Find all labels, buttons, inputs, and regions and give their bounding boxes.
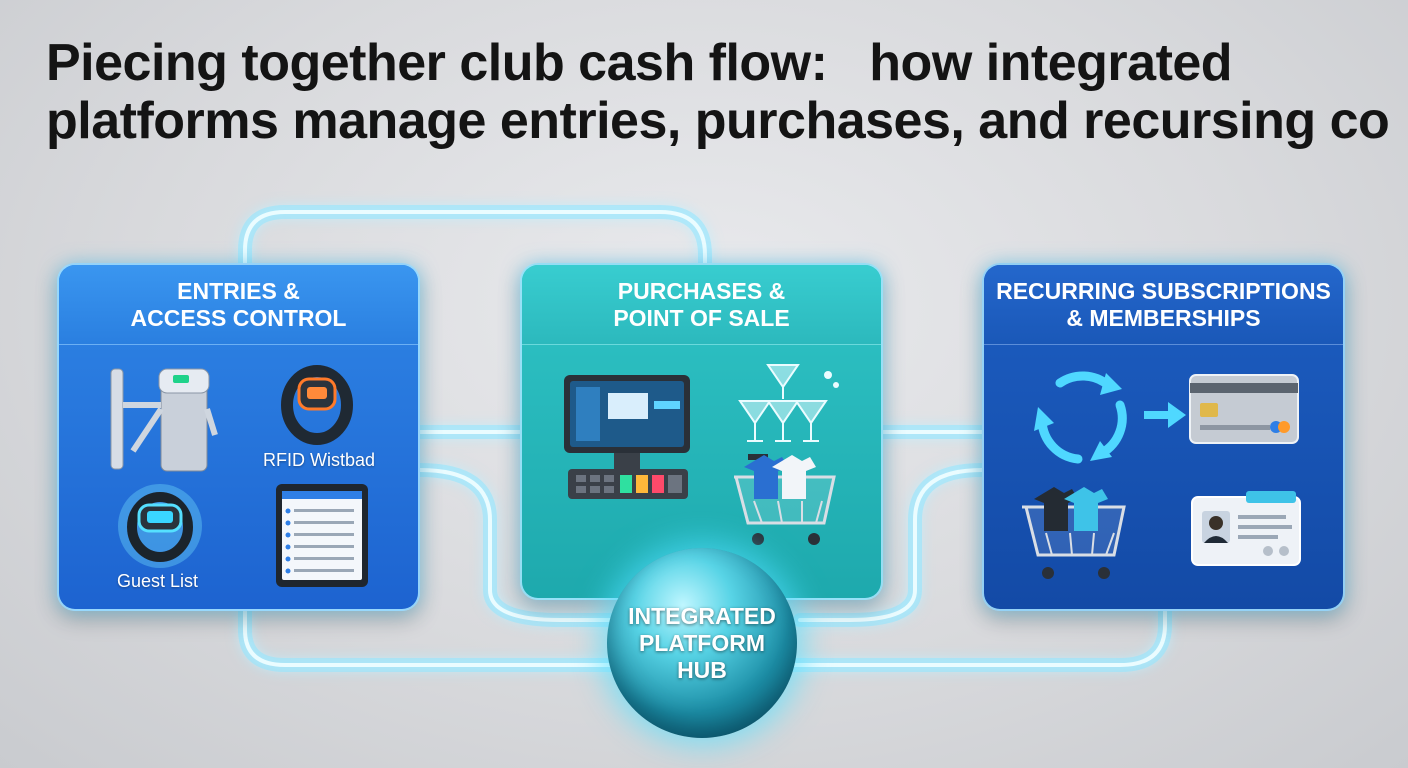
page-title: Piecing together club cash flow: how int… [46,34,1408,164]
entries-card: ENTRIES & ACCESS CONTROL RFID Wistbad [57,263,420,611]
turnstile-icon [110,368,218,472]
purchases-title-line-2: POINT OF SALE [613,304,790,331]
guest-list-wristband-icon [118,484,202,568]
hub-line-1: INTEGRATED [628,602,776,629]
pos-terminal-icon [564,375,690,499]
entries-title-line-1: ENTRIES & [177,277,300,304]
integrated-platform-hub: INTEGRATED PLATFORM HUB [607,548,797,738]
hub-line-3: HUB [677,656,727,683]
merch-cart-icon [734,454,836,545]
recurring-title-line-1: RECURRING SUBSCRIPTIONS [996,277,1331,304]
entries-card-title: ENTRIES & ACCESS CONTROL [59,265,418,345]
rfid-wristband-caption: RFID Wistbad [263,450,376,470]
recurring-cycle-icon [1034,371,1127,464]
recurring-title-line-2: & MEMBERSHIPS [1066,304,1261,331]
arrow-right-icon [1144,402,1186,428]
guest-list-caption: Guest List [117,571,199,591]
hub-line-2: PLATFORM [638,629,766,656]
purchases-card-title: PURCHASES & POINT OF SALE [522,265,881,345]
recurring-card: RECURRING SUBSCRIPTIONS & MEMBERSHIPS [982,263,1345,611]
drinks-icon [738,364,839,442]
pipe-top-loop [238,205,712,272]
membership-cart-icon [1022,487,1126,579]
title-line-1: Piecing together club cash flow: how int… [46,34,1233,92]
entries-title-line-2: ACCESS CONTROL [130,304,347,331]
purchases-card-body [522,345,881,598]
entries-card-body: RFID Wistbad Guest List [59,345,418,609]
recurring-card-body [984,345,1343,609]
rfid-wristband-icon [281,365,353,445]
credit-card-icon [1189,374,1299,444]
recurring-card-title: RECURRING SUBSCRIPTIONS & MEMBERSHIPS [984,265,1343,345]
purchases-title-line-1: PURCHASES & [617,277,786,304]
title-line-2: platforms manage entries, purchases, and… [46,92,1390,150]
membership-card-icon [1191,491,1301,566]
purchases-card: PURCHASES & POINT OF SALE [520,263,883,600]
guest-list-tablet-icon [276,484,368,587]
